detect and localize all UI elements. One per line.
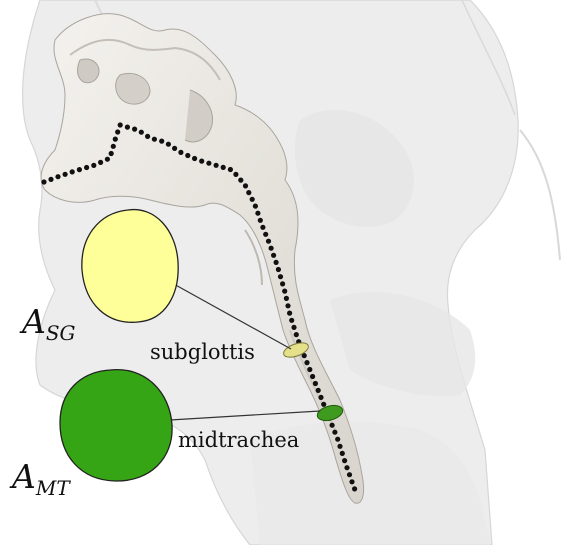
centerline-dot (274, 260, 279, 265)
centerline-dot (352, 486, 357, 491)
centerline-dot (258, 218, 263, 223)
centerline-dot (253, 204, 258, 209)
midtrachea-area-shape (60, 370, 172, 481)
centerline-dot (304, 360, 309, 365)
centerline-dot (166, 142, 171, 147)
centerline-dot (313, 381, 318, 386)
centerline-dot (152, 137, 157, 142)
centerline-dot (228, 167, 233, 172)
centerline-dot (285, 303, 290, 308)
centerline-dot (349, 479, 354, 484)
centerline-dot (221, 165, 226, 170)
centerline-dot (335, 437, 340, 442)
centerline-dot (199, 159, 204, 164)
centerline-dot (55, 174, 60, 179)
centerline-dot (115, 129, 120, 134)
centerline-dot (260, 225, 265, 230)
midtrachea-area-letter: A (12, 457, 36, 496)
midtrachea-area-symbol: AMT (12, 460, 70, 493)
centerline-dot (41, 179, 46, 184)
centerline-dot (111, 144, 116, 149)
centerline-dot (185, 153, 190, 158)
centerline-dot (284, 296, 289, 301)
centerline-dot (282, 289, 287, 294)
subglottis-area-symbol: ASG (22, 305, 76, 338)
centerline-dot (310, 374, 315, 379)
centerline-dot (48, 177, 53, 182)
centerline-dot (63, 172, 68, 177)
centerline-dot (340, 451, 345, 456)
centerline-dot (172, 146, 177, 151)
centerline-dot (70, 169, 75, 174)
subglottis-area-subscript: SG (46, 321, 76, 345)
centerline-dot (332, 430, 337, 435)
midtrachea-label: midtrachea (178, 430, 299, 451)
centerline-dot (91, 163, 96, 168)
centerline-dot (113, 137, 118, 142)
subglottis-label: subglottis (150, 342, 255, 363)
centerline-dot (159, 139, 164, 144)
centerline-dot (233, 172, 238, 177)
centerline-dot (266, 239, 271, 244)
centerline-dot (118, 122, 123, 127)
centerline-dot (250, 197, 255, 202)
centerline-dot (269, 246, 274, 251)
centerline-dot (347, 472, 352, 477)
centerline-dot (318, 395, 323, 400)
centerline-dot (243, 183, 248, 188)
subglottis-area-shape (82, 210, 178, 323)
centerline-dot (84, 165, 89, 170)
centerline-dot (263, 232, 268, 237)
centerline-dot (287, 311, 292, 316)
centerline-dot (132, 127, 137, 132)
centerline-dot (206, 161, 211, 166)
centerline-dot (214, 163, 219, 168)
centerline-dot (255, 211, 260, 216)
centerline-dot (125, 125, 130, 130)
centerline-dot (330, 423, 335, 428)
centerline-dot (278, 274, 283, 279)
centerline-dot (344, 465, 349, 470)
centerline-dot (342, 458, 347, 463)
centerline-dot (291, 325, 296, 330)
centerline-dot (307, 367, 312, 372)
centerline-dot (192, 156, 197, 161)
centerline-dot (77, 167, 82, 172)
centerline-dot (337, 444, 342, 449)
centerline-dot (276, 267, 281, 272)
centerline-dot (246, 190, 251, 195)
centerline-dot (178, 150, 183, 155)
centerline-dot (271, 253, 276, 258)
centerline-dot (105, 157, 110, 162)
midtrachea-area-subscript: MT (36, 476, 70, 500)
centerline-dot (294, 332, 299, 337)
centerline-dot (280, 281, 285, 286)
centerline-dot (238, 178, 243, 183)
centerline-dot (109, 151, 114, 156)
subglottis-area-letter: A (22, 302, 46, 341)
centerline-dot (145, 134, 150, 139)
centerline-dot (98, 160, 103, 165)
centerline-dot (139, 130, 144, 135)
centerline-dot (321, 402, 326, 407)
centerline-dot (316, 388, 321, 393)
centerline-dot (289, 318, 294, 323)
